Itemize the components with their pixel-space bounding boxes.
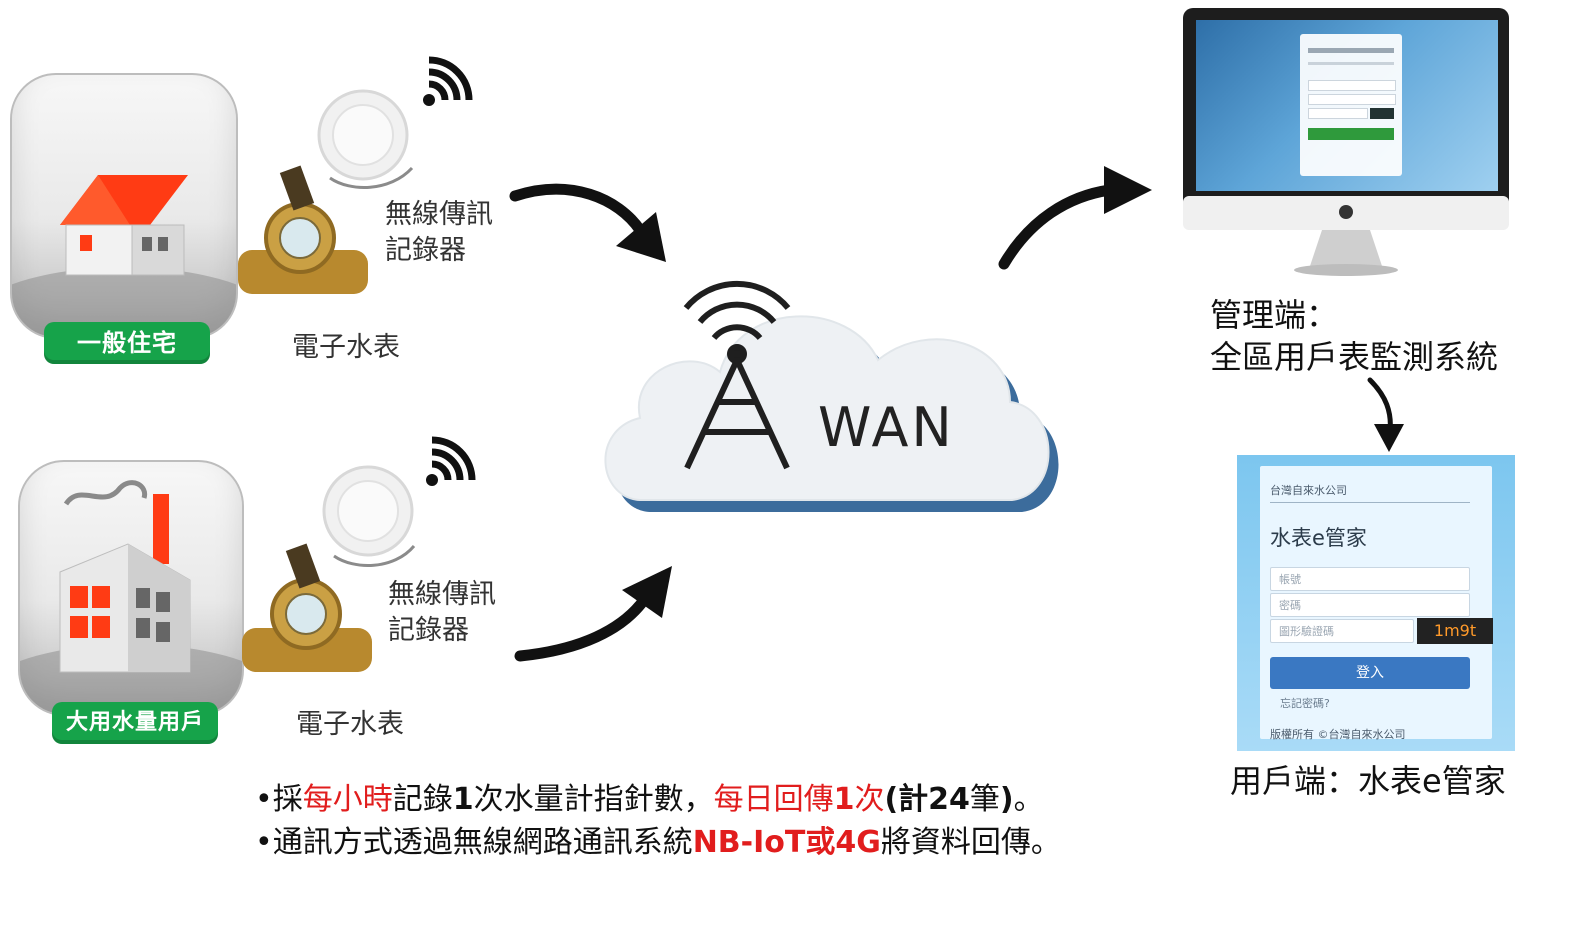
admin-label-line1: 管理端： xyxy=(1210,296,1339,334)
large-user-badge: 大用水量用戶 xyxy=(52,702,218,744)
note-line-1: •採每小時記錄1次水量計指針數，每日回傳1次(計24筆)。 xyxy=(255,778,1061,821)
note1-part11: 筆 xyxy=(969,782,1000,817)
admin-label: 管理端： 全區用戶表監測系統 xyxy=(1210,294,1498,378)
logger-label-bottom-line2: 記錄器 xyxy=(388,615,469,646)
app-login-button[interactable]: 登入 xyxy=(1270,657,1470,689)
residence-badge: 一般住宅 xyxy=(44,322,210,364)
water-meter-icon-2 xyxy=(242,543,372,672)
note1-part3: 記錄 xyxy=(392,782,453,817)
user-app-screenshot: 台灣自來水公司 水表e管家 帳號 密碼 圖形驗證碼 1m9t 登入 忘記密碼? … xyxy=(1237,455,1515,751)
note1-part5: 次水量計指針數， xyxy=(473,782,714,817)
user-app-login-card: 台灣自來水公司 水表e管家 帳號 密碼 圖形驗證碼 1m9t 登入 忘記密碼? … xyxy=(1260,466,1493,741)
arrow-admin-to-user xyxy=(1367,377,1404,452)
notes: •採每小時記錄1次水量計指針數，每日回傳1次(計24筆)。 •通訊方式透過無線網… xyxy=(255,778,1061,864)
app-captcha-field[interactable]: 圖形驗證碼 xyxy=(1270,619,1414,643)
admin-label-line2: 全區用戶表監測系統 xyxy=(1210,338,1499,376)
note1-part7: 1 xyxy=(833,782,855,817)
note1-part10: 24 xyxy=(928,782,970,817)
antenna-tower-icon xyxy=(683,280,791,470)
arrow-bottom-left-to-cloud xyxy=(514,566,672,662)
admin-login-card xyxy=(1300,34,1402,176)
arrow-top-left-to-cloud xyxy=(509,183,666,262)
wireless-logger-icon xyxy=(317,89,414,189)
arrow-cloud-to-admin xyxy=(998,166,1152,270)
wifi-signal-icon xyxy=(423,56,473,106)
note1-part6: 每日回傳 xyxy=(713,782,834,817)
note1-part9: (計 xyxy=(884,782,929,817)
user-label: 用戶端：水表e管家 xyxy=(1230,762,1506,800)
note1-bullet: • xyxy=(255,782,273,817)
logger-label-top: 無線傳訊 記錄器 xyxy=(385,197,493,269)
note1-part4: 1 xyxy=(452,782,474,817)
admin-monitor-screen xyxy=(1196,20,1498,191)
wan-label: WAN xyxy=(818,396,955,459)
note2-part5: 將資料回傳。 xyxy=(880,825,1061,860)
logger-label-bottom-line1: 無線傳訊 xyxy=(388,579,496,610)
note1-part12: ) xyxy=(999,782,1014,817)
note1-part1: 採 xyxy=(272,782,303,817)
note1-part8: 次 xyxy=(854,782,885,817)
note1-part13: 。 xyxy=(1013,782,1044,817)
note2-part2: NB-IoT xyxy=(692,825,806,860)
large-user-tile xyxy=(18,460,244,716)
app-password-field[interactable]: 密碼 xyxy=(1270,593,1470,617)
app-divider xyxy=(1270,502,1470,503)
logger-label-top-line2: 記錄器 xyxy=(385,235,466,266)
note1-part2: 每小時 xyxy=(302,782,393,817)
wireless-logger-icon-2 xyxy=(322,465,416,567)
meter-label-top: 電子水表 xyxy=(292,332,400,363)
logger-label-bottom: 無線傳訊 記錄器 xyxy=(388,577,496,649)
factory-icon xyxy=(20,480,242,714)
meter-label-bottom: 電子水表 xyxy=(296,709,404,740)
app-captcha-image: 1m9t xyxy=(1417,618,1493,644)
wifi-signal-icon-2 xyxy=(426,436,476,486)
app-title: 水表e管家 xyxy=(1270,526,1367,550)
note2-part3: 或 xyxy=(805,825,836,860)
app-account-field[interactable]: 帳號 xyxy=(1270,567,1470,591)
note-line-2: •通訊方式透過無線網路通訊系統NB-IoT或4G將資料回傳。 xyxy=(255,821,1061,864)
house-icon xyxy=(12,175,236,337)
residence-tile xyxy=(10,73,238,339)
note2-bullet: • xyxy=(255,825,273,860)
water-meter-icon xyxy=(238,165,368,294)
app-forgot-link[interactable]: 忘記密碼? xyxy=(1280,697,1330,710)
logger-label-top-line1: 無線傳訊 xyxy=(385,199,493,230)
note2-part4: 4G xyxy=(835,825,881,860)
wan-cloud-icon xyxy=(604,315,1059,512)
app-company-label: 台灣自來水公司 xyxy=(1270,484,1347,497)
note2-part1: 通訊方式透過無線網路通訊系統 xyxy=(272,825,693,860)
app-copyright: 版權所有 ©台灣自來水公司 xyxy=(1270,728,1406,741)
